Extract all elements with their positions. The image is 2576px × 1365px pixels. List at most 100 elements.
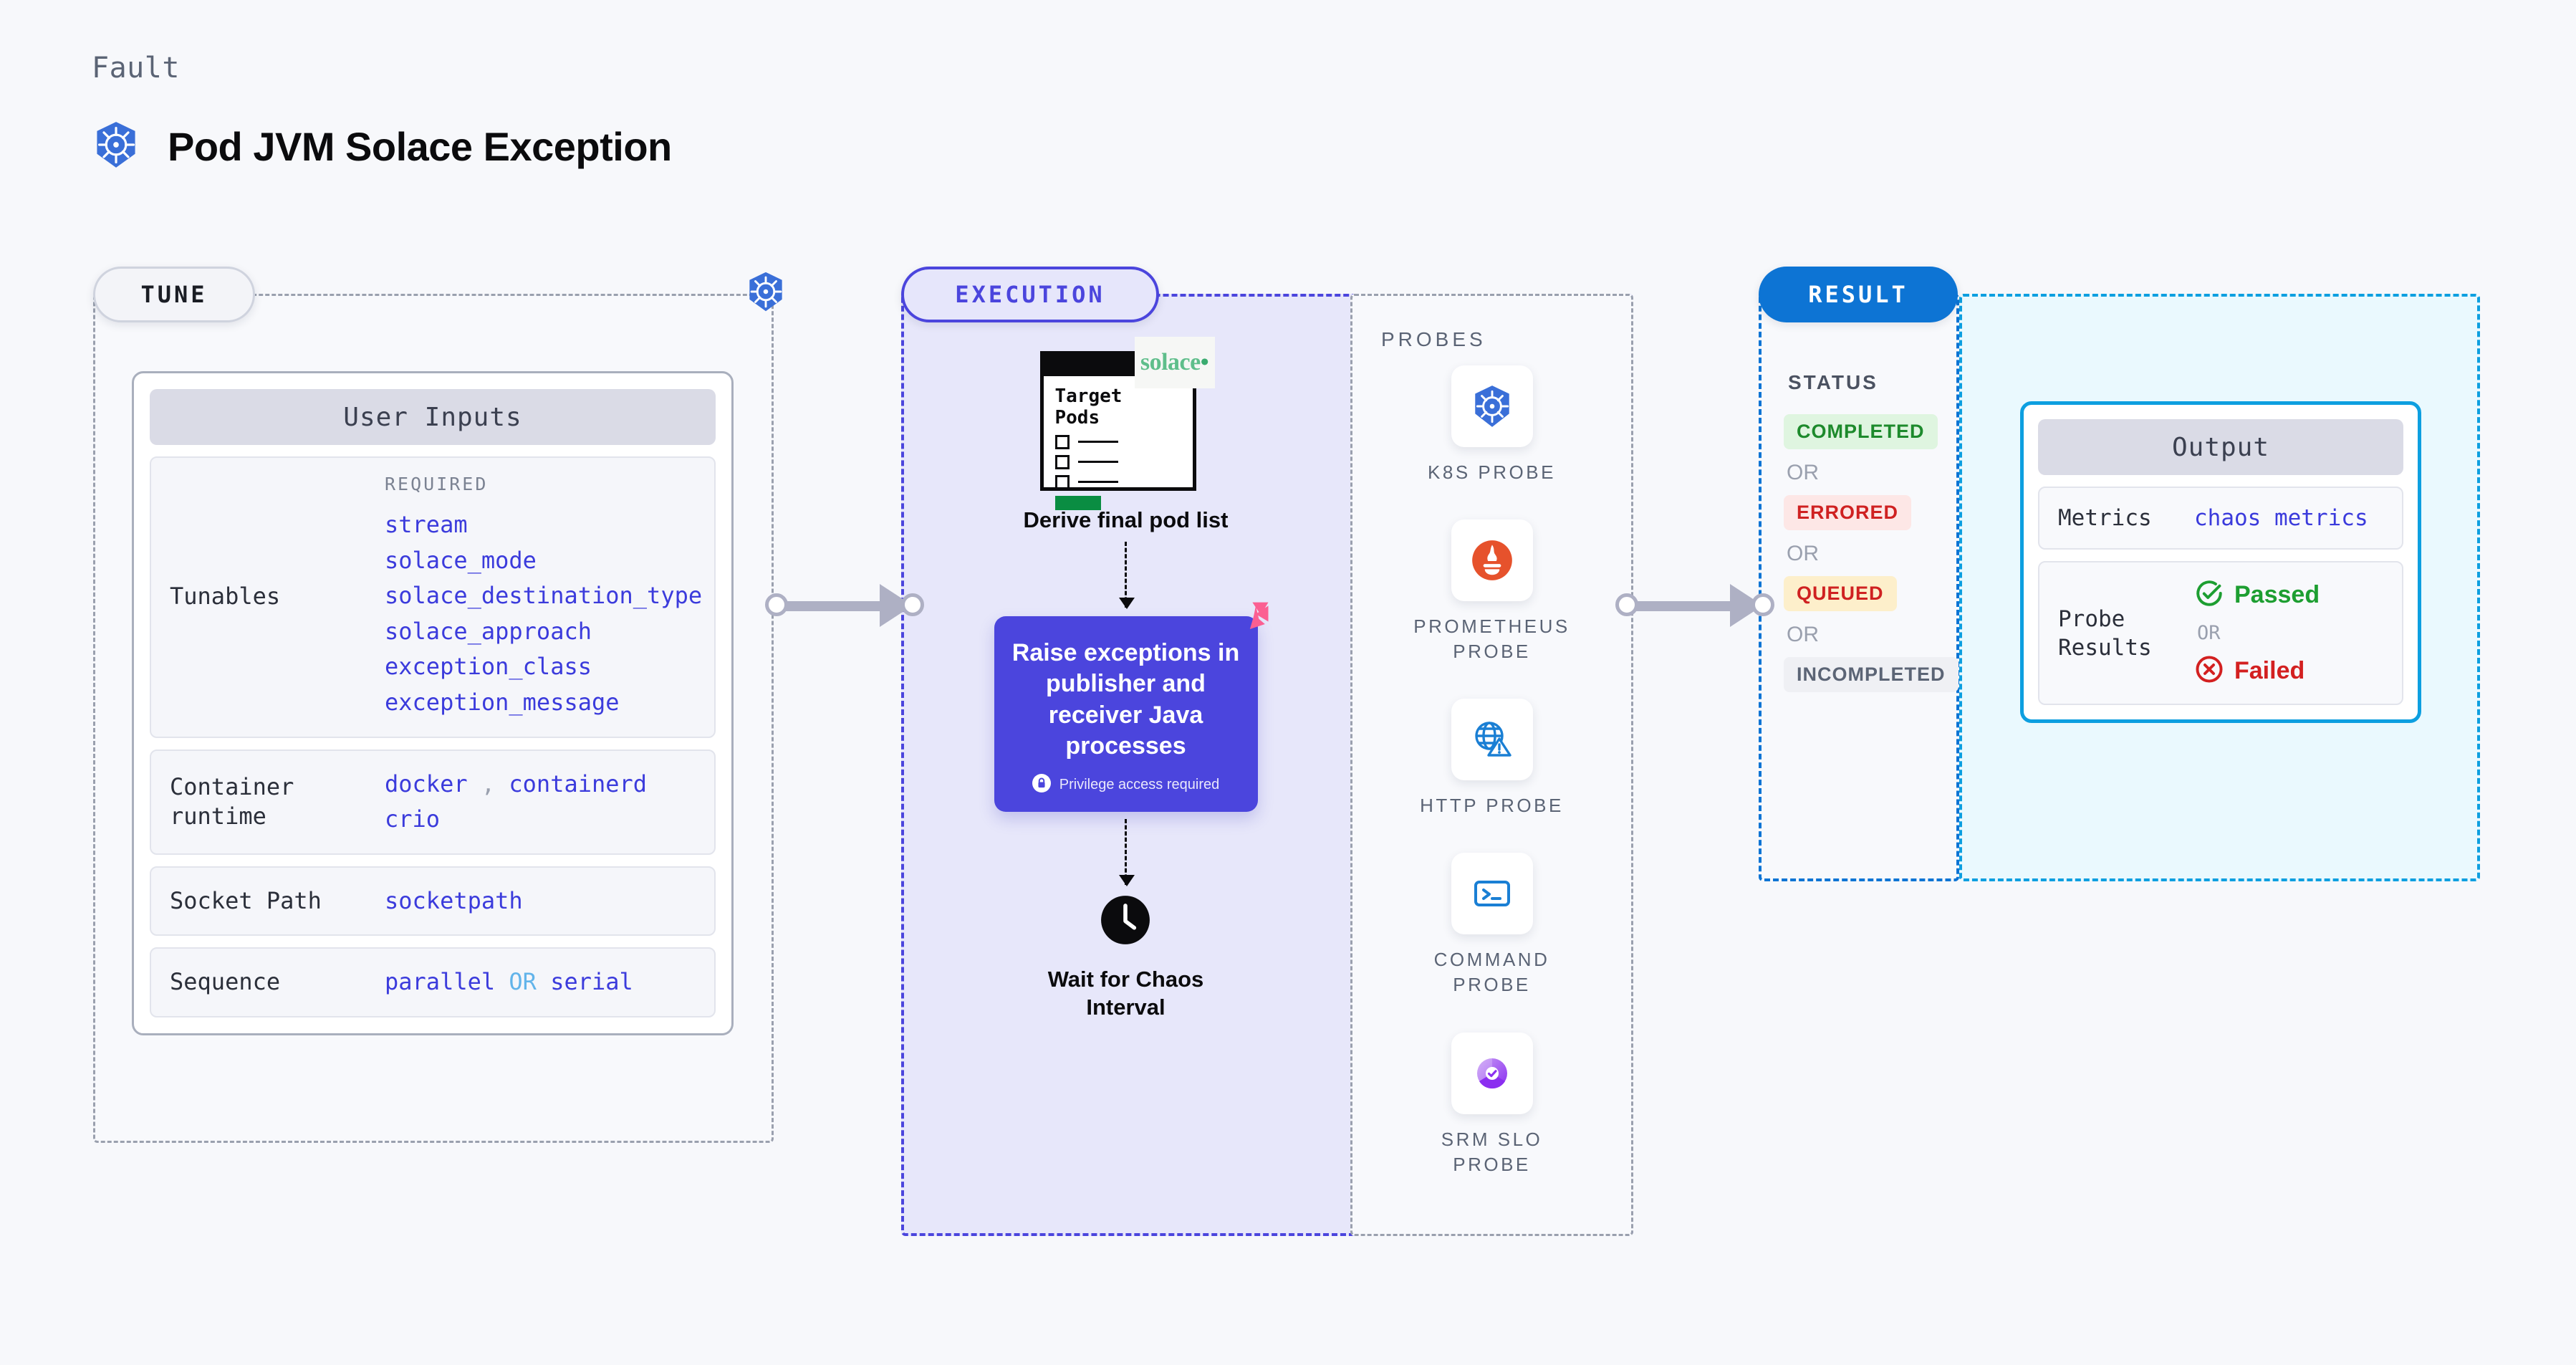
tunable-exception-message[interactable]: exception_message <box>385 688 620 716</box>
table-row: Probe Results Passed OR <box>2038 561 2403 706</box>
target-pods-card: Target Pods <box>1039 351 1196 510</box>
runtime-containerd[interactable]: containerd <box>509 770 648 798</box>
metrics-value[interactable]: chaos metrics <box>2194 505 2368 532</box>
status-or-1: OR <box>1787 461 1819 484</box>
tunable-exception-class[interactable]: exception_class <box>385 653 592 681</box>
probe-label: K8S PROBE <box>1428 461 1556 483</box>
placeholder-line <box>1077 441 1118 444</box>
wait-caption-line-1: Wait for Chaos <box>1047 966 1204 992</box>
probe-item-command[interactable]: COMMAND PROBE <box>1403 853 1582 997</box>
lock-icon <box>1032 773 1051 796</box>
row-label-probe-results: Probe Results <box>2058 605 2152 661</box>
table-row: Tunables REQUIRED stream solace_mode sol… <box>150 456 716 738</box>
probe-item-k8s[interactable]: K8S PROBE <box>1403 365 1582 485</box>
probe-item-prometheus[interactable]: PROMETHEUS PROBE <box>1403 519 1582 664</box>
probes-list: K8S PROBE PROMETHEUS PROBE <box>1350 365 1633 1177</box>
table-row: Metrics chaos metrics <box>2038 487 2403 550</box>
probe-result-failed: Failed <box>2194 654 2320 688</box>
arrow-endpoint-left <box>765 593 788 616</box>
page-title-row: Pod JVM Solace Exception <box>92 120 672 173</box>
connector-tune-to-execution <box>765 584 924 627</box>
status-badge-errored: ERRORED <box>1784 495 1912 530</box>
arrow-shaft <box>1625 601 1740 611</box>
stage-chip-result[interactable]: RESULT <box>1759 267 1958 322</box>
prometheus-icon <box>1451 519 1533 602</box>
output-card: Output Metrics chaos metrics Probe Resul… <box>2020 401 2421 724</box>
target-pods-title-1: Target <box>1054 385 1123 407</box>
probe-label: PROMETHEUS PROBE <box>1413 616 1570 663</box>
row-label-container-runtime: Container runtime <box>170 772 294 830</box>
table-row: Sequence parallel OR serial <box>150 947 716 1017</box>
derive-pod-list-caption: Derive final pod list <box>1023 507 1229 532</box>
kubernetes-icon <box>1451 365 1533 447</box>
row-values: docker , containerd crio <box>385 767 696 838</box>
probe-result-passed: Passed <box>2194 578 2320 612</box>
probe-result-or: OR <box>2197 622 2221 645</box>
probe-item-http[interactable]: HTTP PROBE <box>1403 699 1582 818</box>
placeholder-line <box>1077 481 1118 484</box>
flow-connector-2 <box>1119 818 1135 886</box>
checkbox-icon <box>1054 474 1070 489</box>
socketpath-value[interactable]: socketpath <box>385 886 523 914</box>
sequence-serial[interactable]: serial <box>550 968 633 996</box>
tunable-solace-approach[interactable]: solace_approach <box>385 617 592 645</box>
litmus-logo-icon <box>1231 599 1271 643</box>
table-row: Container runtime docker , containerd cr… <box>150 749 716 855</box>
status-or-3: OR <box>1787 623 1819 646</box>
solace-dot-icon: • <box>1200 349 1209 375</box>
target-pods-graphic: Target Pods <box>1039 337 1215 510</box>
card-body: Target Pods <box>1044 376 1193 510</box>
row-label-socket-path: Socket Path <box>170 886 322 914</box>
status-badge-completed: COMPLETED <box>1784 414 1938 449</box>
checkbox-icon <box>1054 434 1070 449</box>
row-values: REQUIRED stream solace_mode solace_desti… <box>385 474 702 721</box>
list-item <box>1054 454 1181 469</box>
probe-results-values: Passed OR Failed <box>2194 578 2320 688</box>
status-or-2: OR <box>1787 542 1819 565</box>
status-section-title: STATUS <box>1788 371 1878 393</box>
runtime-line-1[interactable]: docker , containerd <box>385 767 696 803</box>
wait-chaos-interval-step: Wait for Chaos Interval <box>1048 894 1204 1022</box>
fault-kicker: Fault <box>92 52 180 85</box>
sequence-values[interactable]: parallel OR serial <box>385 964 696 1000</box>
runtime-crio[interactable]: crio <box>385 805 441 833</box>
sequence-parallel[interactable]: parallel <box>385 968 496 996</box>
solace-wordmark: solace <box>1140 349 1201 375</box>
action-card-raise-exceptions[interactable]: Raise exceptions in publisher and receiv… <box>994 602 1268 812</box>
action-card-text: Raise exceptions in publisher and receiv… <box>1011 638 1240 760</box>
stage-chip-tune[interactable]: TUNE <box>93 267 255 322</box>
tunable-solace-destination-type[interactable]: solace_destination_type <box>385 582 703 610</box>
row-values: socketpath <box>385 883 696 919</box>
tunable-stream[interactable]: stream <box>385 511 468 538</box>
probe-label: SRM SLO PROBE <box>1441 1128 1543 1175</box>
wait-caption: Wait for Chaos Interval <box>1048 966 1204 1022</box>
status-options-list: COMPLETED OR ERRORED OR QUEUED OR INCOMP… <box>1784 414 1959 692</box>
probe-item-srm-slo[interactable]: SRM SLO PROBE <box>1403 1032 1582 1177</box>
user-inputs-card: User Inputs Tunables REQUIRED stream sol… <box>132 371 734 1035</box>
arrow-endpoint-right <box>1751 593 1774 616</box>
list-item <box>1054 434 1181 449</box>
check-circle-icon <box>2194 578 2224 612</box>
row-label-metrics: Metrics <box>2058 505 2152 531</box>
probe-label: HTTP PROBE <box>1420 795 1564 817</box>
user-inputs-title: User Inputs <box>150 389 716 445</box>
probes-section-title: PROBES <box>1381 328 1486 350</box>
row-values: parallel OR serial <box>385 964 696 1000</box>
tunable-solace-mode[interactable]: solace_mode <box>385 546 537 574</box>
http-globe-warning-icon <box>1451 699 1533 781</box>
privilege-note-text: Privilege access required <box>1059 776 1220 792</box>
target-pods-title-2: Pods <box>1054 406 1100 428</box>
stage-chip-execution[interactable]: EXECUTION <box>901 267 1159 322</box>
row-label-tunables: Tunables <box>170 583 281 610</box>
runtime-docker[interactable]: docker <box>385 770 468 798</box>
status-badge-incompleted: INCOMPLETED <box>1784 657 1959 692</box>
arrow-shaft <box>775 601 890 611</box>
status-badge-queued: QUEUED <box>1784 576 1897 611</box>
failed-label: Failed <box>2234 657 2305 685</box>
execution-flow-column: Target Pods <box>901 337 1350 1021</box>
kubernetes-icon <box>92 120 140 173</box>
flow-connector-1 <box>1119 541 1135 609</box>
arrow-endpoint-left <box>1615 593 1638 616</box>
output-card-title: Output <box>2038 419 2403 475</box>
